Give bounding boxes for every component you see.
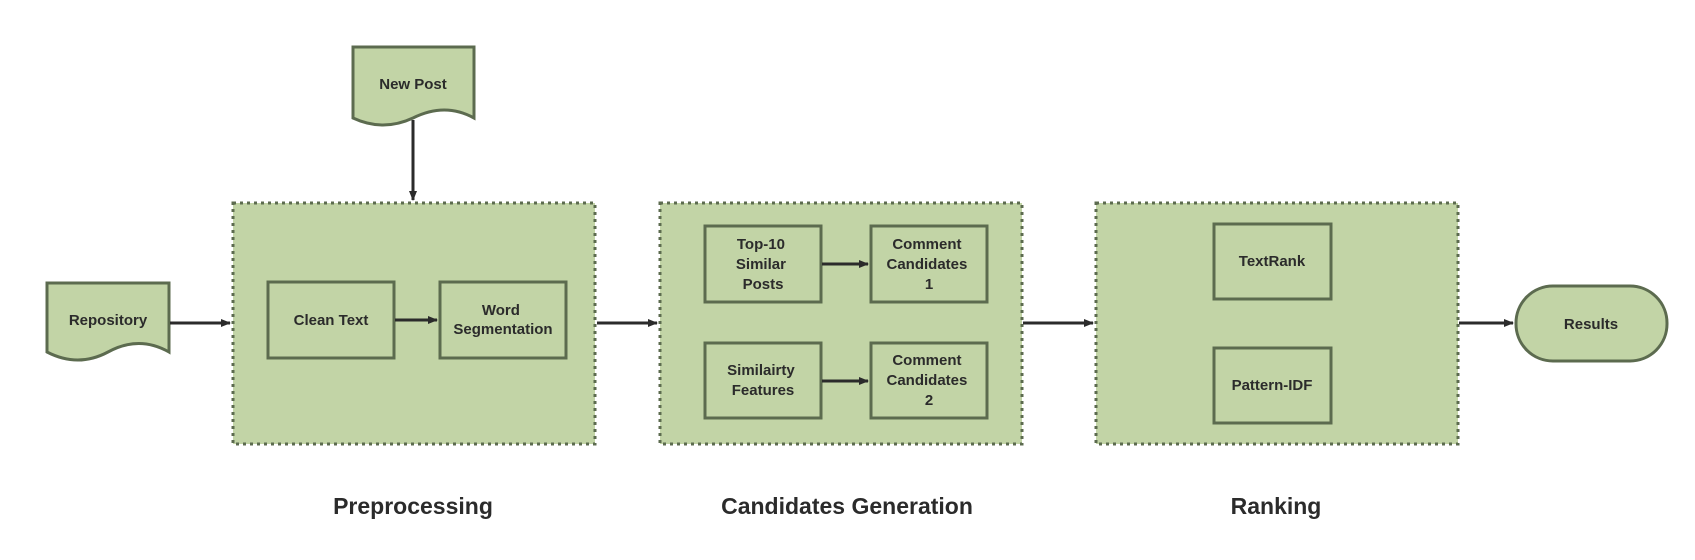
cc2-line-2: Candidates — [886, 372, 967, 389]
similarity-features-label: Similairty Features — [727, 362, 799, 399]
top10-similar-posts-node: Top-10 Similar Posts — [703, 224, 823, 304]
similarity-line-2: Features — [732, 382, 795, 399]
comment-candidates-1-node: Comment Candidates 1 — [869, 224, 989, 304]
cc1-line-3: 1 — [925, 276, 933, 293]
top10-line-3: Posts — [743, 276, 784, 293]
cc2-line-3: 2 — [925, 392, 933, 409]
new-post-shape — [351, 45, 476, 127]
comment-candidates-2-node: Comment Candidates 2 — [869, 341, 989, 420]
candidates-generation-title: Candidates Generation — [721, 493, 973, 519]
pattern-idf-box — [1212, 346, 1333, 425]
results-shape — [1514, 284, 1669, 363]
ranking-title: Ranking — [1231, 493, 1322, 519]
word-segmentation-node: Word Segmentation — [438, 280, 568, 360]
results-node: Results — [1514, 284, 1669, 363]
top10-line-1: Top-10 — [737, 236, 785, 253]
preprocessing-title: Preprocessing — [333, 493, 493, 519]
word-segmentation-label: Word Segmentation — [453, 302, 552, 338]
cc2-line-1: Comment — [892, 352, 961, 369]
clean-text-node: Clean Text — [266, 280, 396, 360]
repository-node: Repository — [45, 281, 171, 362]
top10-similar-posts-box — [703, 224, 823, 304]
results-label: Results — [1564, 316, 1618, 333]
pattern-idf-node: Pattern-IDF — [1212, 346, 1333, 425]
comment-candidates-2-box — [869, 341, 989, 420]
cc1-line-1: Comment — [892, 236, 961, 253]
new-post-node: New Post — [351, 45, 476, 127]
clean-text-box — [266, 280, 396, 360]
repository-shape — [45, 281, 171, 362]
word-segmentation-line-1: Word — [482, 302, 520, 319]
comment-candidates-2-label: Comment Candidates 2 — [886, 352, 971, 409]
top10-line-2: Similar — [736, 256, 786, 273]
clean-text-label: Clean Text — [294, 312, 369, 329]
new-post-label: New Post — [379, 76, 447, 93]
cc1-line-2: Candidates — [886, 256, 967, 273]
word-segmentation-line-2: Segmentation — [453, 321, 552, 338]
similarity-features-node: Similairty Features — [703, 341, 823, 420]
similarity-features-box — [703, 341, 823, 420]
word-segmentation-box — [438, 280, 568, 360]
textrank-box — [1212, 222, 1333, 301]
repository-label: Repository — [69, 312, 148, 329]
pattern-idf-label: Pattern-IDF — [1232, 377, 1313, 394]
top10-similar-posts-label: Top-10 Similar Posts — [736, 236, 790, 293]
similarity-line-1: Similairty — [727, 362, 795, 379]
comment-candidates-1-label: Comment Candidates 1 — [886, 236, 971, 293]
clean-text-line: Clean Text — [294, 312, 369, 329]
textrank-label: TextRank — [1239, 253, 1306, 270]
textrank-node: TextRank — [1212, 222, 1333, 301]
comment-candidates-1-box — [869, 224, 989, 304]
